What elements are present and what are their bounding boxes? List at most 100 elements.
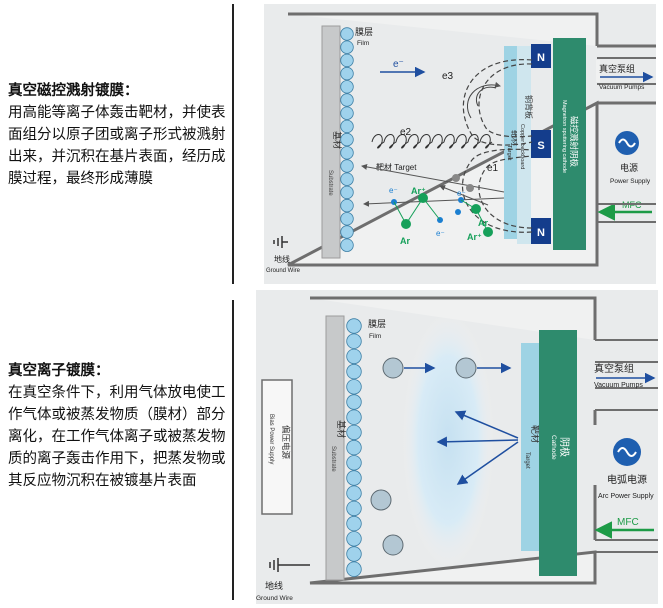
magnetron-e-minus-2: e⁻: [436, 229, 445, 238]
ion-ground-cn: 地线: [265, 580, 283, 591]
film-particle: [346, 363, 362, 380]
magnetron-ar-1: Ar: [400, 236, 410, 246]
ion-description: 真空离子镀膜： 在真空条件下，利用气体放电使工作气体或被蒸发物质（膜材）部分离化…: [8, 360, 226, 492]
film-particle: [340, 53, 354, 68]
ion-vacuum-en: Vacuum Pumps: [594, 382, 643, 389]
film-particle: [346, 394, 362, 410]
magnetron-power-cn: 电源: [620, 162, 638, 173]
ion-target-cn: 靶材: [530, 425, 541, 443]
divider-top: [232, 4, 234, 284]
magnetron-e3-label: e3: [442, 71, 454, 82]
film-particle: [346, 546, 362, 562]
ion-cathode-cn: 阴极: [558, 437, 571, 457]
film-particle: [340, 185, 354, 200]
ion-power-en: Arc Power Supply: [598, 493, 654, 500]
magnetron-ground-cn: 地线: [274, 254, 290, 264]
magnetron-vacuum-en: Vacuum Pumps: [599, 84, 645, 91]
ion-substrate-cn: 基材: [336, 420, 347, 438]
film-particle: [346, 531, 362, 547]
film-particle: [340, 146, 354, 160]
svg-text:N: N: [537, 52, 545, 64]
magnetron-ar-plus-1: Ar⁺: [411, 186, 426, 196]
magnetron-film-layer: [340, 27, 354, 252]
magnetron-cathode-cn: 磁控溅射阴极: [569, 116, 579, 168]
magnetron-film-cn: 膜层: [355, 27, 373, 37]
ion-particles: [370, 357, 519, 556]
film-particle: [340, 212, 354, 226]
magnetron-ar-plus-2: Ar⁺: [467, 232, 482, 242]
magnetron-cathode-port: [597, 44, 656, 105]
ion-substrate-en: Substrate: [330, 446, 336, 472]
ion-cathode-en: Cathode: [550, 435, 557, 460]
ion-substrate: [325, 315, 345, 581]
svg-text:S: S: [537, 140, 544, 152]
film-particle: [340, 66, 354, 81]
ion-plasma-cloud: [402, 312, 494, 568]
magnetron-vacuum-port: [597, 57, 656, 85]
ion-vacuum-cn: 真空泵组: [594, 362, 634, 375]
magnetron-e1-label: e1: [487, 163, 499, 174]
ion-diagram: 真空泵组 Vacuum Pumps 电弧电源 Arc Power Supply …: [256, 290, 658, 604]
magnetron-description: 真空磁控溅射镀膜： 用高能等离子体轰击靶材，并使表面组分以原子团或离子形式被溅射…: [8, 80, 226, 190]
magnetron-e-minus-1: e⁻: [389, 186, 398, 195]
ion-bias-power-supply: [261, 379, 293, 515]
magnetron-electron-label: e⁻: [393, 59, 404, 70]
film-particle: [340, 198, 354, 213]
magnetron-ground-en: Ground Wire: [266, 268, 301, 274]
film-particle: [340, 27, 354, 41]
magnetron-magnet-n-bottom: [531, 218, 551, 244]
magnetron-e2-label: e2: [400, 127, 412, 138]
magnetron-sputtered-atom: [452, 174, 460, 182]
ion-ground-icon: [269, 558, 310, 572]
magnetron-copper-en: Copper backboard: [519, 124, 525, 169]
magnetron-e2-spiral: [371, 134, 493, 149]
film-particle: [346, 379, 362, 395]
ion-ground-en: Ground Wire: [256, 595, 293, 602]
ion-bias-en: Bias Power Supply: [268, 414, 274, 464]
ion-film-en: Film: [369, 333, 381, 340]
magnetron-copper-cn: 铜背板: [524, 95, 534, 119]
ion-cathode: [539, 330, 577, 576]
magnetron-cathode: [553, 38, 586, 250]
film-particle: [340, 132, 354, 147]
film-particle: [346, 515, 362, 532]
film-particle: [346, 318, 362, 334]
ion-vacuum-port: [595, 361, 658, 389]
film-particle: [346, 500, 362, 517]
film-particle: [346, 424, 362, 441]
ion-mfc-label: MFC: [617, 517, 639, 528]
magnetron-magnet-s: [531, 130, 551, 158]
film-particle: [340, 80, 354, 94]
film-particle: [346, 439, 362, 456]
magnetron-substrate-cn: 基材: [332, 131, 343, 149]
magnetron-sputter-arrows: [361, 163, 505, 207]
film-particle: [340, 238, 354, 252]
magnetron-power-en: Power Supply: [610, 178, 651, 185]
ion-particle: [382, 357, 404, 379]
magnetron-e-minus-3: e⁻: [457, 189, 466, 198]
film-particle: [346, 485, 362, 501]
film-particle: [340, 225, 354, 239]
film-particle: [340, 93, 354, 107]
divider-bottom: [232, 300, 234, 600]
ion-bias-cn: 偏压电源: [281, 425, 291, 460]
ion-title: 真空离子镀膜：: [8, 362, 110, 379]
film-particle: [340, 106, 354, 120]
magnetron-ground-icon: [273, 236, 288, 248]
magnetron-field-lines: [462, 59, 533, 233]
magnetron-body: 用高能等离子体轰击靶材，并使表面组分以原子团或离子形式被溅射出来，并沉积在基片表…: [8, 105, 226, 187]
ion-power-cn: 电弧电源: [607, 473, 647, 486]
film-particle: [346, 470, 362, 486]
film-particle: [346, 455, 362, 471]
magnetron-vacuum-cn: 真空泵组: [599, 63, 635, 74]
magnetron-substrate-en: Substrate: [327, 170, 333, 196]
film-particle: [346, 409, 362, 425]
ion-film-layer: [346, 318, 362, 577]
magnetron-target-pointer: 靶材 Target: [376, 162, 417, 172]
film-particle: [346, 348, 362, 365]
magnetron-ar-2: Ar: [478, 218, 488, 228]
film-particle: [340, 40, 354, 54]
magnetron-title: 真空磁控溅射镀膜：: [8, 82, 139, 99]
magnetron-target: [504, 46, 517, 239]
